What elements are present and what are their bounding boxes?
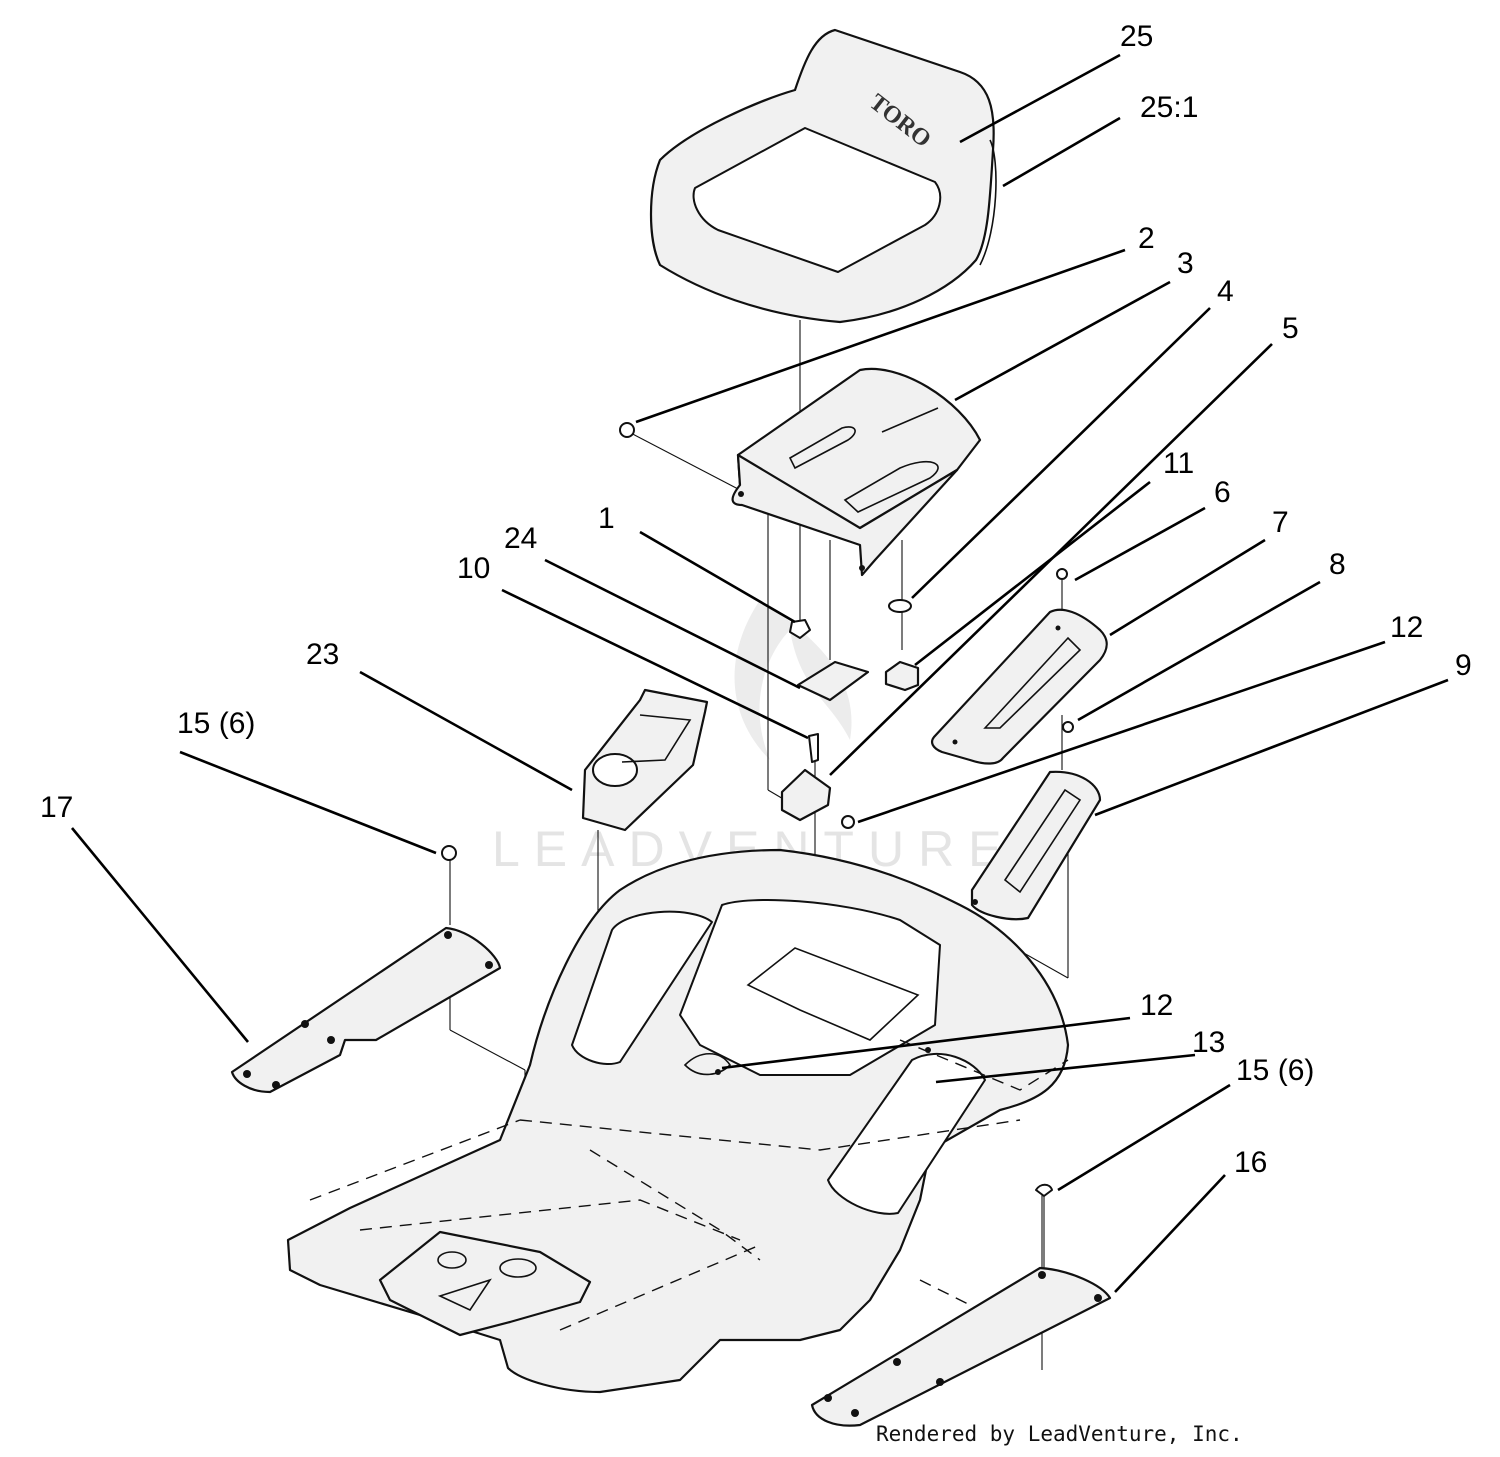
leader-12-bottom [721,1016,1131,1070]
callout-2: 2 [1138,222,1155,255]
leader-4 [911,307,1211,599]
callout-13: 13 [1192,1026,1225,1059]
bolt-2 [619,422,635,438]
callout-12-top: 12 [1390,611,1423,644]
callout-8: 8 [1329,548,1346,581]
leader-9 [1094,678,1449,817]
leader-10 [501,588,809,740]
bracket-5 [780,768,832,822]
callout-12-bottom: 12 [1140,989,1173,1022]
callout-17: 17 [40,791,73,824]
leader-6 [1074,506,1206,582]
leader-23 [359,670,573,792]
leader-15-right [1057,1083,1231,1192]
leader-13 [935,1053,1196,1084]
callout-23: 23 [306,638,339,671]
nut-1 [789,619,811,639]
leader-24 [544,558,801,690]
leader-15-left [179,750,437,855]
leader-25 [959,53,1121,144]
cup-holder [581,688,709,832]
hardware [619,422,920,829]
leader-12-top [857,640,1386,824]
callout-6: 6 [1214,476,1231,509]
frame-fender [286,848,1070,1394]
callout-24: 24 [504,522,537,555]
callout-16: 16 [1234,1146,1267,1179]
left-panel [230,845,502,1094]
pad-24 [796,660,870,702]
leader-17 [70,827,250,1043]
washer-4 [888,599,912,613]
leader-7 [1109,538,1266,637]
callout-15-left: 15 (6) [177,707,255,740]
callout-25: 25 [1120,20,1153,53]
leader-1 [639,530,796,624]
callout-3: 3 [1177,247,1194,280]
callout-9: 9 [1455,649,1472,682]
right-panel [810,1183,1112,1427]
slider-plate [931,568,1108,765]
bracket-11 [884,660,920,692]
leader-2 [635,248,1126,424]
render-credit: Rendered by LeadVenture, Inc. [876,1422,1243,1446]
leader-11 [914,480,1151,667]
callout-10: 10 [457,552,490,585]
callout-labels: 25 25:1 2 3 4 5 11 6 7 8 12 9 1 24 10 23… [40,20,1472,1179]
leader-25-1 [1002,116,1121,188]
leader-16 [1114,1174,1226,1293]
callout-4: 4 [1217,275,1234,308]
nut-9 [841,815,855,829]
callout-15-right: 15 (6) [1236,1054,1314,1087]
callout-25-1: 25:1 [1140,91,1198,124]
callout-1: 1 [598,502,615,535]
callout-7: 7 [1272,506,1289,539]
leader-8 [1077,580,1321,722]
leader-3 [954,280,1171,402]
bolt-10 [808,733,819,763]
seat: TORO [649,28,997,324]
callout-5: 5 [1282,312,1299,345]
callout-11: 11 [1163,447,1194,480]
seat-pan [731,367,982,577]
leader-lines [70,53,1449,1293]
gate-plate [970,770,1102,921]
